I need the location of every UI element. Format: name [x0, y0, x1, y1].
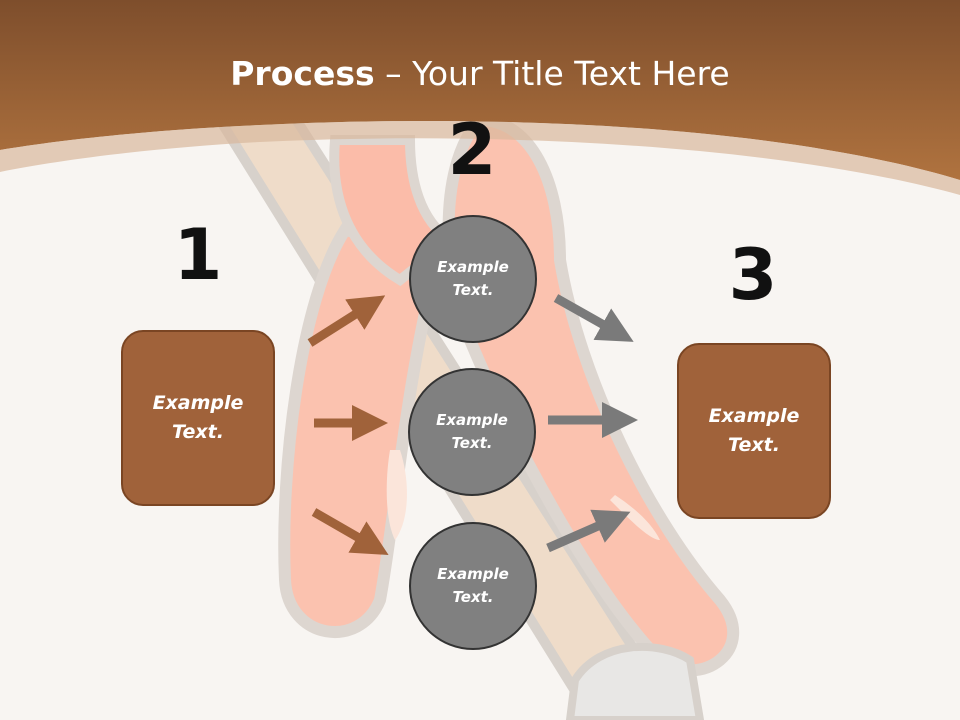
- step-3-text: Example Text.: [708, 405, 800, 456]
- step-number-1: 1: [173, 214, 223, 296]
- step-number-2: 2: [447, 109, 497, 191]
- step-1-text: Example Text.: [152, 392, 244, 443]
- title-bold: Process: [230, 54, 375, 93]
- slide-title: Process – Your Title Text Here: [0, 52, 960, 96]
- step-3-box: Example Text.: [677, 343, 831, 519]
- step-2-circle-middle: Example Text.: [408, 368, 536, 496]
- step-number-3: 3: [728, 234, 778, 316]
- step-2-circle-top: Example Text.: [409, 215, 537, 343]
- arrow-2-top-to-3-icon: [553, 294, 634, 342]
- circle-text: Example Text.: [437, 258, 509, 299]
- title-rest: – Your Title Text Here: [374, 54, 730, 93]
- circle-text: Example Text.: [436, 411, 508, 452]
- step-1-box: Example Text.: [121, 330, 275, 506]
- circle-text: Example Text.: [437, 565, 509, 606]
- arrow-1-to-2-top-icon: [307, 295, 386, 347]
- arrow-2-bottom-to-3-icon: [546, 509, 631, 553]
- step-2-circle-bottom: Example Text.: [409, 522, 537, 650]
- arrow-1-to-2-bottom-icon: [311, 508, 389, 555]
